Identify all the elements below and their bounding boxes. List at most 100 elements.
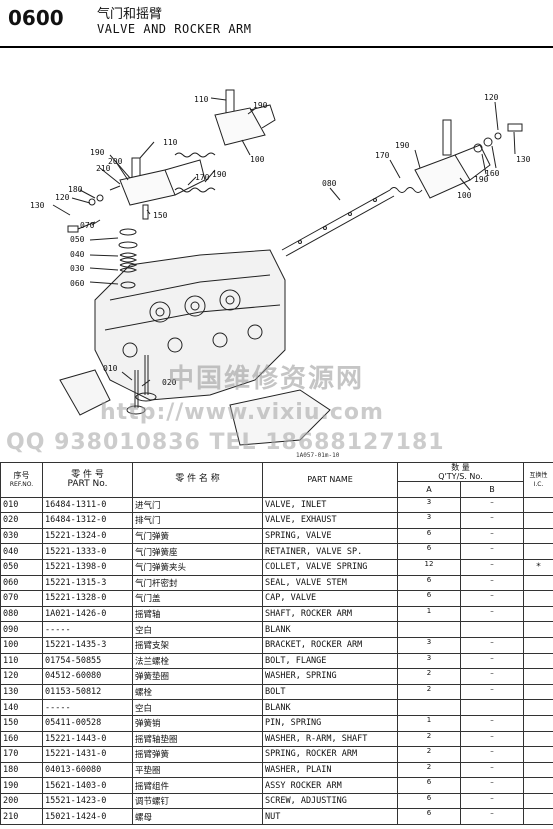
qty-a-cell: 1 [397, 605, 461, 623]
header-qty: 数 量 Q'TY/S. No. [396, 462, 525, 482]
qty-b-cell: – [459, 652, 525, 670]
qty-b-cell: – [459, 527, 525, 545]
qty-b-cell: – [459, 761, 525, 779]
svg-text:160: 160 [485, 169, 500, 178]
page-header: 0600 气门和摇臂 VALVE AND ROCKER ARM [0, 0, 553, 46]
header-part-no-en: PART No. [67, 478, 108, 489]
ref-no-cell: 030 [0, 527, 43, 545]
qty-a-cell: 2 [397, 683, 461, 701]
ref-no-cell: 160 [0, 730, 43, 748]
part-name-en-cell: BRACKET, ROCKER ARM [262, 636, 398, 654]
part-no-cell: 01754-50855 [42, 652, 133, 670]
ref-no-cell: 180 [0, 761, 43, 779]
qty-b-cell: – [459, 512, 525, 529]
part-name-en-cell: BLANK [262, 621, 398, 638]
qty-b-cell: – [459, 777, 525, 794]
interchangeability-cell [523, 543, 553, 560]
watermark-contact: QQ 938010836 TEL 18688127181 [6, 430, 445, 455]
parts-table-container: 序号 REF.NO. 零 件 号 PART No. 零 件 名 称 PART N… [0, 462, 553, 829]
ref-no-cell: 010 [0, 496, 43, 514]
part-no-cell: 15621-1403-0 [42, 777, 133, 794]
qty-a-cell: 2 [397, 668, 461, 685]
part-no-cell: 15221-1398-0 [42, 558, 133, 576]
svg-text:190: 190 [253, 101, 268, 110]
section-code: 0600 [8, 6, 64, 30]
header-qty-en: Q'TY/S. No. [438, 472, 483, 481]
header-ref-en: REF.NO. [9, 480, 34, 488]
qty-a-cell: 6 [397, 792, 461, 810]
ref-no-cell: 120 [0, 668, 43, 685]
figure-reference-code: 1A057-01m-10 [296, 452, 340, 459]
qty-a-cell: 6 [397, 527, 461, 545]
ref-no-cell: 050 [0, 558, 43, 576]
part-name-en-cell: BOLT [262, 683, 398, 701]
part-name-en-cell: WASHER, R-ARM, SHAFT [262, 730, 398, 748]
part-name-cn-cell: 气门盖 [132, 590, 263, 607]
interchangeability-cell [523, 699, 553, 716]
part-no-cell: 04013-60080 [42, 761, 133, 779]
qty-a-cell: 3 [397, 512, 461, 529]
qty-a-cell: 3 [397, 636, 461, 654]
svg-text:170: 170 [375, 151, 390, 160]
header-ic-en: I.C. [533, 480, 544, 488]
part-no-cell: 15521-1423-0 [42, 792, 133, 810]
svg-text:060: 060 [70, 279, 85, 288]
header-name-en: PART NAME [262, 462, 398, 498]
qty-a-cell: 12 [397, 558, 461, 576]
title-chinese: 气门和摇臂 [97, 7, 163, 22]
qty-a-cell: 3 [397, 652, 461, 670]
svg-text:110: 110 [194, 95, 209, 104]
svg-text:130: 130 [30, 201, 45, 210]
part-name-cn-cell: 摇臂弹簧 [132, 746, 263, 763]
ref-no-cell: 200 [0, 792, 43, 810]
parts-table: 序号 REF.NO. 零 件 号 PART No. 零 件 名 称 PART N… [0, 462, 553, 826]
interchangeability-cell [523, 683, 553, 701]
part-name-en-cell: WASHER, PLAIN [262, 761, 398, 779]
ref-no-cell: 150 [0, 714, 43, 732]
watermark-url: http://www.vixiu.com [100, 400, 384, 425]
interchangeability-cell [523, 652, 553, 670]
part-no-cell: 16484-1311-0 [42, 496, 133, 514]
svg-text:210: 210 [96, 164, 111, 173]
ref-no-cell: 190 [0, 777, 43, 794]
interchangeability-cell [523, 527, 553, 545]
part-name-cn-cell: 摇臂支架 [132, 636, 263, 654]
svg-text:120: 120 [55, 193, 70, 202]
header-part-no-cn: 零 件 号 [71, 469, 104, 480]
qty-b-cell: – [459, 808, 525, 826]
title-english: VALVE AND ROCKER ARM [97, 22, 252, 36]
svg-text:010: 010 [103, 364, 118, 373]
part-name-en-cell: SEAL, VALVE STEM [262, 574, 398, 592]
qty-b-cell: – [459, 574, 525, 592]
qty-b-cell [459, 621, 525, 638]
qty-a-cell: 6 [397, 808, 461, 826]
qty-b-cell: – [459, 714, 525, 732]
svg-text:100: 100 [250, 155, 265, 164]
part-name-en-cell: SPRING, VALVE [262, 527, 398, 545]
part-no-cell: 15221-1333-0 [42, 543, 133, 560]
part-no-cell: 15221-1431-0 [42, 746, 133, 763]
ref-no-cell: 090 [0, 621, 43, 638]
qty-a-cell: 1 [397, 714, 461, 732]
part-no-cell: 15221-1315-3 [42, 574, 133, 592]
header-qty-cn: 数 量 [451, 463, 470, 473]
part-name-cn-cell: 气门弹簧座 [132, 543, 263, 560]
svg-text:040: 040 [70, 250, 85, 259]
header-ref: 序号 REF.NO. [0, 462, 43, 498]
ref-no-cell: 040 [0, 543, 43, 560]
qty-b-cell: – [459, 496, 525, 514]
part-name-en-cell: BLANK [262, 699, 398, 716]
interchangeability-cell [523, 496, 553, 514]
part-name-cn-cell: 螺栓 [132, 683, 263, 701]
